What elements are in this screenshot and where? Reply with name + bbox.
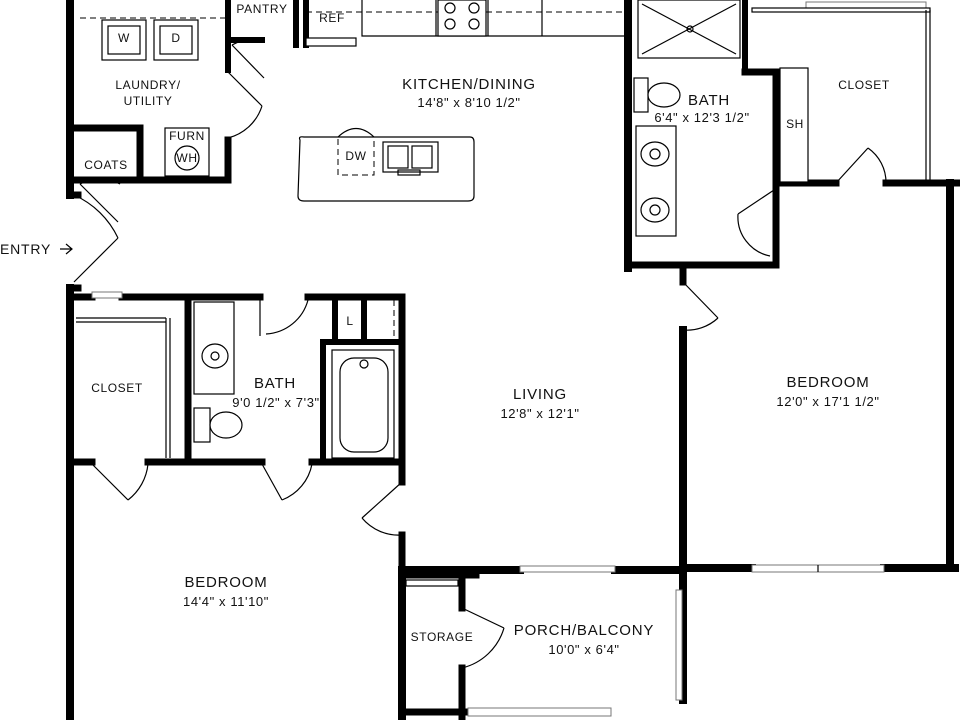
label-porch-dims: 10'0" x 6'4" (548, 642, 619, 657)
label-laundry-line2: UTILITY (124, 94, 173, 108)
label-dw: DW (345, 149, 366, 163)
label-sh: SH (786, 117, 804, 131)
shower-icon (637, 0, 741, 59)
label-ref: REF (319, 11, 345, 25)
label-storage: STORAGE (411, 630, 474, 644)
label-pantry: PANTRY (236, 2, 287, 16)
label-master-closet: CLOSET (838, 78, 890, 92)
label-coats: COATS (84, 158, 127, 172)
label-bedroom-right-dims: 12'0" x 17'1 1/2" (776, 394, 879, 409)
label-living: LIVING (513, 386, 567, 403)
label-wh: WH (176, 151, 197, 165)
label-bedroom-left: BEDROOM (184, 574, 267, 591)
label-dryer: D (171, 31, 180, 45)
windows (91, 1, 927, 717)
label-master-bath: BATH (688, 92, 730, 109)
walls (66, 0, 960, 720)
label-entry: ENTRY (0, 241, 51, 257)
dishwasher-icon (337, 136, 375, 176)
door-swings (73, 38, 887, 669)
label-kitchen-dims: 14'8" x 8'10 1/2" (417, 95, 520, 110)
label-master-bath-dims: 6'4" x 12'3 1/2" (654, 110, 749, 125)
label-bedroom-left-dims: 14'4" x 11'10" (183, 594, 269, 609)
toilet-icon (647, 82, 681, 108)
label-hall-bath: BATH (254, 375, 296, 392)
water-heater-icon (174, 145, 200, 171)
fixtures (76, 0, 931, 587)
entry-arrow (60, 243, 73, 255)
label-hall-bath-dims: 9'0 1/2" x 7'3" (232, 395, 320, 410)
label-bedroom-right: BEDROOM (786, 374, 869, 391)
labels: PANTRY REF W D LAUNDRY/ UTILITY FURN WH … (0, 2, 890, 657)
label-linen: L (346, 314, 353, 328)
label-kitchen: KITCHEN/DINING (402, 76, 536, 93)
label-washer: W (118, 31, 130, 45)
label-left-closet: CLOSET (91, 381, 143, 395)
label-porch: PORCH/BALCONY (514, 622, 654, 639)
label-furn: FURN (169, 129, 205, 143)
label-laundry-line1: LAUNDRY/ (115, 78, 180, 92)
label-living-dims: 12'8" x 12'1" (500, 406, 579, 421)
